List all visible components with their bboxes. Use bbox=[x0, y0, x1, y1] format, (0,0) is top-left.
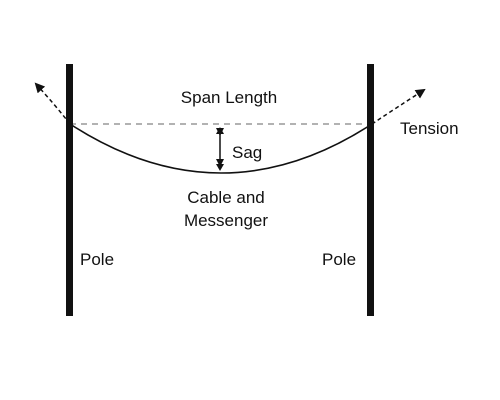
right-pole bbox=[367, 64, 374, 316]
left-pole-label: Pole bbox=[80, 250, 114, 269]
right-pole-label: Pole bbox=[322, 250, 356, 269]
span-length-label: Span Length bbox=[181, 88, 277, 107]
left-pole bbox=[66, 64, 73, 316]
sag-label: Sag bbox=[232, 143, 262, 162]
cable-label-line1: Cable and bbox=[187, 188, 265, 207]
sag-arrow-bottom-head bbox=[216, 164, 224, 171]
cable-label-line2: Messenger bbox=[184, 211, 268, 230]
right-tension-arrow bbox=[371, 88, 426, 125]
left-tension-arrow bbox=[34, 82, 71, 125]
sag-arrow-top-head bbox=[216, 127, 224, 134]
cable-curve bbox=[69, 123, 373, 174]
tension-label: Tension bbox=[400, 119, 459, 138]
